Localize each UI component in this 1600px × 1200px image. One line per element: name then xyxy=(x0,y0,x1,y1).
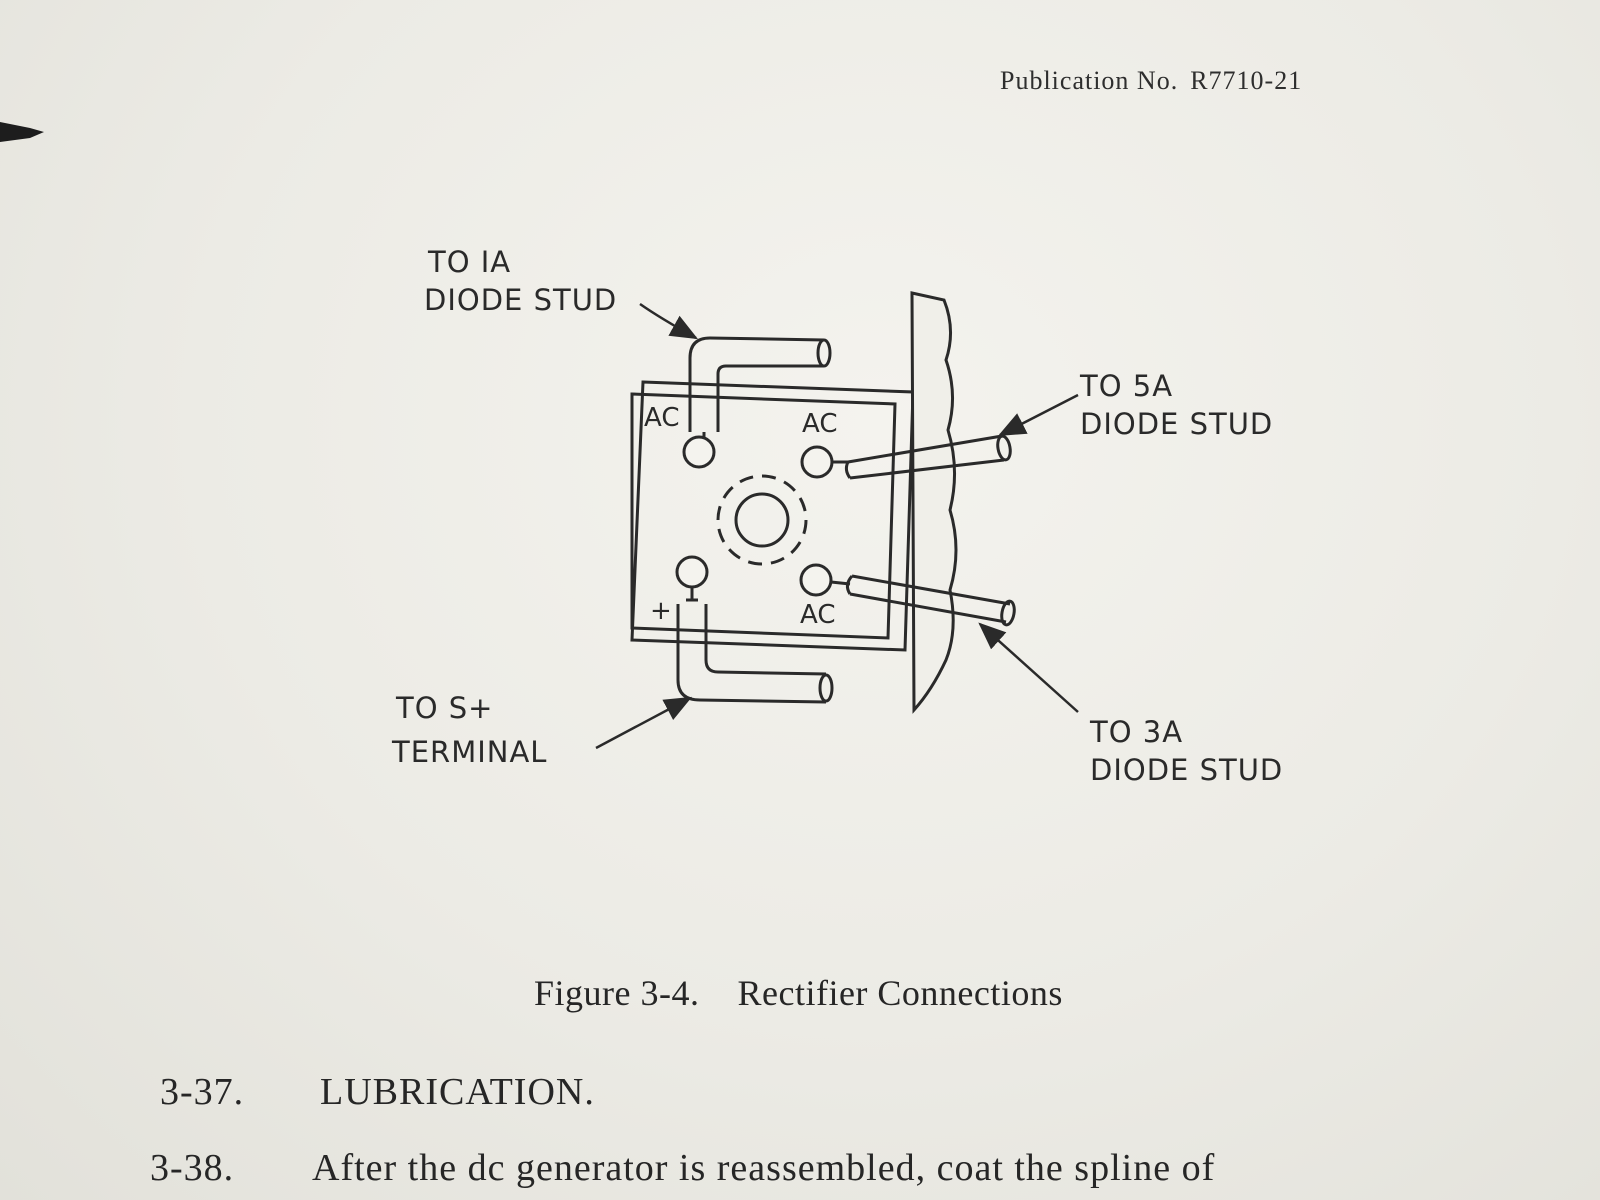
label-to-3a-line2: DIODE STUD xyxy=(1090,753,1283,787)
terminal-stud-bottom-left xyxy=(675,555,709,589)
terminal-mark-ac-bottom-right: AC xyxy=(800,600,835,630)
figure-caption-title: Rectifier Connections xyxy=(737,973,1063,1013)
terminal-mark-ac-top-left: AC xyxy=(644,403,679,433)
publication-number: Publication No. R7710-21 xyxy=(1000,66,1314,96)
label-to-3a-line1: TO 3A xyxy=(1089,715,1183,749)
lead-to-3a xyxy=(830,574,1016,627)
leader-arrow-3a xyxy=(978,622,1079,713)
rectifier-body xyxy=(630,380,915,652)
mounting-plate xyxy=(910,291,958,714)
label-to-s-plus-line1: TO S+ xyxy=(395,691,493,725)
leader-arrow-5a xyxy=(997,393,1079,437)
section-number: 3-38. xyxy=(150,1147,235,1189)
publication-code: R7710-21 xyxy=(1190,66,1303,95)
center-mount-hole-dashed xyxy=(716,474,808,566)
label-to-5a-line1: TO 5A xyxy=(1079,369,1173,403)
center-mount-hole xyxy=(734,492,790,548)
lead-to-5a xyxy=(832,434,1012,480)
lead-to-s-plus xyxy=(676,587,834,704)
lead-to-1a xyxy=(688,336,832,437)
section-3-38: 3-38. After the dc generator is reassembl… xyxy=(150,1146,1215,1190)
figure-caption-number: Figure 3-4. xyxy=(534,973,700,1013)
terminal-mark-plus: + xyxy=(650,596,672,626)
label-to-s-plus-line2: TERMINAL xyxy=(391,735,547,769)
label-to-1a-line2: DIODE STUD xyxy=(424,283,617,317)
binder-hole-mark xyxy=(0,122,44,142)
terminal-stud-top-left xyxy=(682,435,716,469)
section-number: 3-37. xyxy=(160,1071,245,1113)
leader-arrow-s-plus xyxy=(595,696,693,750)
publication-label: Publication No. xyxy=(1000,66,1179,95)
label-to-1a-line1: TO IA xyxy=(427,245,511,279)
terminal-stud-top-right xyxy=(800,445,834,479)
terminal-stud-bottom-right xyxy=(799,563,833,597)
figure-caption: Figure 3-4. Rectifier Connections xyxy=(534,972,1063,1014)
section-text: LUBRICATION. xyxy=(320,1071,595,1113)
leader-arrow-1a xyxy=(639,302,699,340)
section-text: After the dc generator is reassembled, c… xyxy=(312,1147,1216,1189)
label-to-5a-line2: DIODE STUD xyxy=(1080,407,1273,441)
terminal-mark-ac-top-right: AC xyxy=(802,409,837,439)
section-3-37: 3-37. LUBRICATION. xyxy=(160,1070,595,1114)
